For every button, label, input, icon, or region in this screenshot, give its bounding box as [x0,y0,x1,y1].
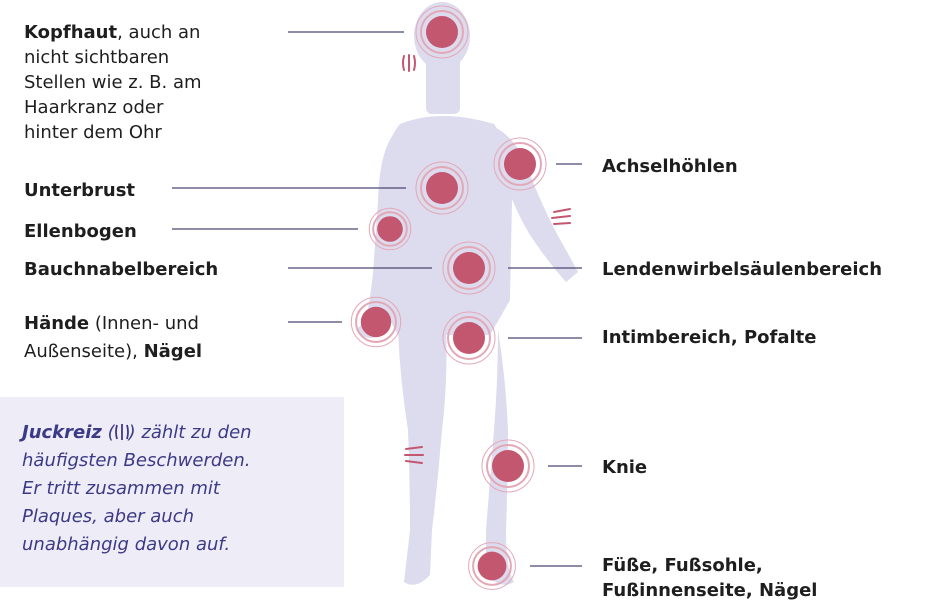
spot-knie [482,440,534,492]
body-silhouette [356,2,578,585]
info-text: Juckreiz () zählt zu den häufigsten Besc… [22,419,252,559]
itch-mark-arm [552,209,570,224]
label-kopfhaut: Kopfhaut, auch an nicht sichtbaren Stell… [24,20,202,145]
label-fuesse: Füße, Fußsohle, Fußinnenseite, Nägel [602,553,817,603]
label-intimbereich: Intimbereich, Pofalte [602,325,817,350]
itch-symbol-icon [115,423,129,441]
label-unterbrust: Unterbrust [24,178,135,203]
label-lendenwirbel: Lendenwirbelsäulenbereich [602,257,882,282]
label-knie: Knie [602,455,647,480]
itch-mark-head [403,55,415,71]
label-achselhoehlen: Achselhöhlen [602,154,738,179]
info-box: Juckreiz () zählt zu den häufigsten Besc… [0,397,344,587]
label-ellenbogen: Ellenbogen [24,219,137,244]
label-haende: Hände (Innen- und Außenseite), Nägel [24,310,202,366]
label-bauchnabel: Bauchnabelbereich [24,257,218,282]
